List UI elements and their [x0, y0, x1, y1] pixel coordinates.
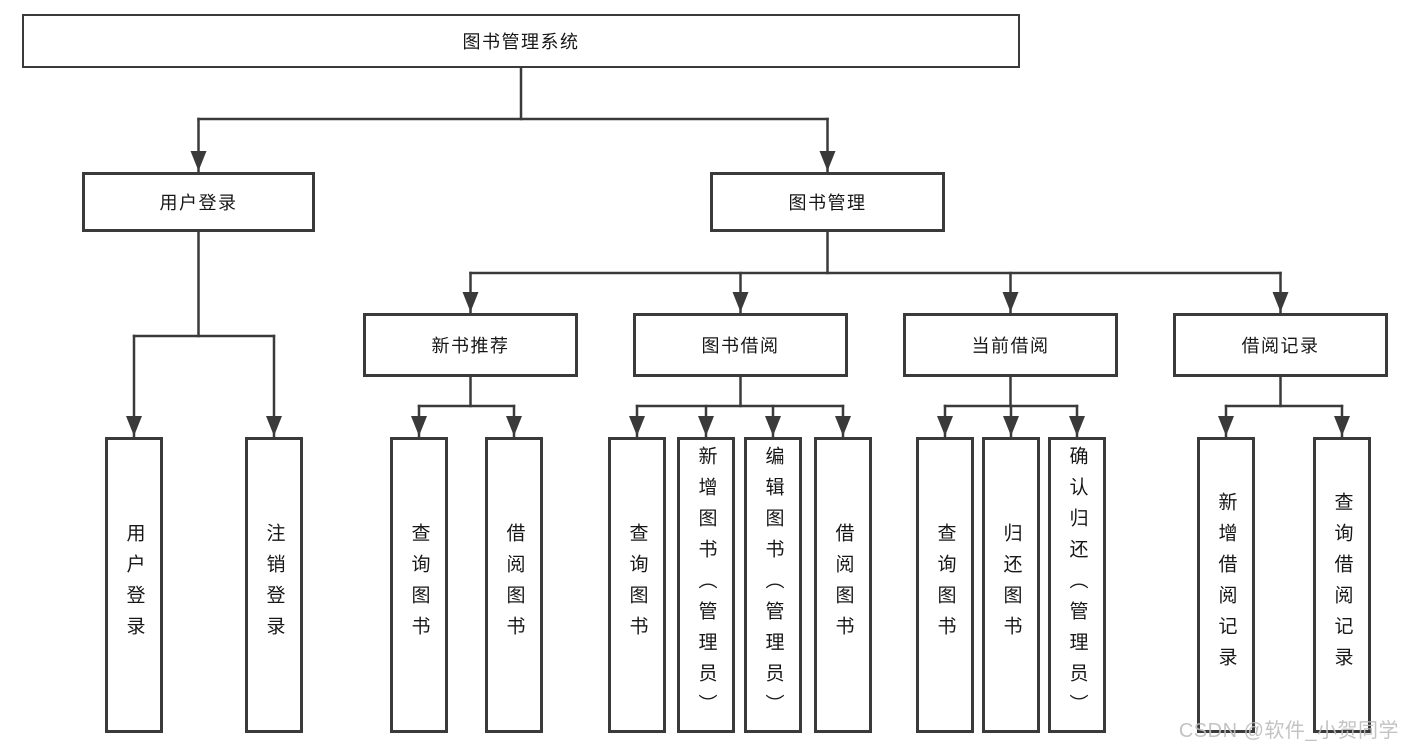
leaf-query-books-borrow: 查询图书: [608, 437, 666, 733]
connector-current-borrow-children: [937, 375, 1085, 438]
connector-book-management-children: [462, 230, 1289, 314]
leaf-return-book: 归还图书: [982, 437, 1040, 733]
node-book-management: 图书管理: [710, 172, 945, 232]
connector-new-book-children: [411, 375, 522, 438]
node-current-borrowing: 当前借阅: [903, 313, 1118, 377]
connector-book-borrow-children: [629, 375, 851, 438]
leaf-query-borrow-record: 查询借阅记录: [1313, 437, 1371, 733]
leaf-borrow-books: 借阅图书: [814, 437, 872, 733]
node-borrowing-records: 借阅记录: [1173, 313, 1388, 377]
leaf-query-books-recommend: 查询图书: [390, 437, 448, 733]
leaf-query-books-current: 查询图书: [916, 437, 974, 733]
leaf-confirm-return-admin: 确认归还（管理员）: [1048, 437, 1106, 733]
node-user-login: 用户登录: [82, 172, 315, 232]
leaf-add-book-admin: 新增图书（管理员）: [677, 437, 735, 733]
node-book-borrowing: 图书借阅: [633, 313, 848, 377]
leaf-logout: 注销登录: [245, 437, 303, 733]
leaf-user-login: 用户登录: [105, 437, 163, 733]
node-new-book-recommendation: 新书推荐: [363, 313, 578, 377]
connector-root-to-level2: [190, 66, 836, 173]
leaf-edit-book-admin: 编辑图书（管理员）: [744, 437, 802, 733]
leaf-add-borrow-record: 新增借阅记录: [1197, 437, 1255, 733]
csdn-watermark: CSDN @软件_小贺同学: [1178, 720, 1399, 742]
leaf-borrow-books-recommend: 借阅图书: [485, 437, 543, 733]
connector-borrow-records-children: [1218, 375, 1350, 438]
connector-user-login-children: [126, 230, 282, 438]
node-library-management-system: 图书管理系统: [22, 14, 1020, 68]
